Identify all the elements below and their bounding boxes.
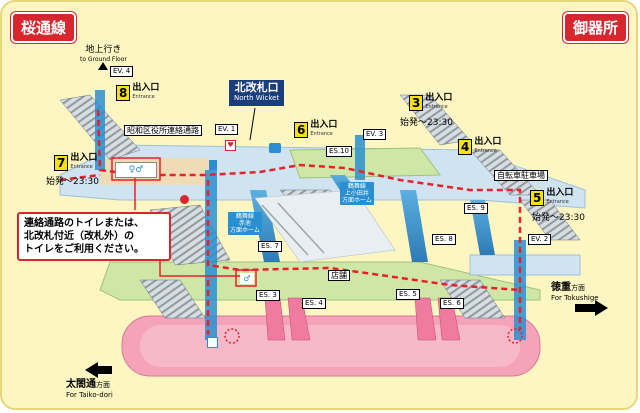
escalator-es10-label: ES.10 — [326, 146, 352, 157]
exit-3-hours: 始発～23:30 — [400, 118, 453, 128]
elevator-ev4[interactable]: EV. 4 — [110, 66, 134, 77]
exit-5-hours: 始発～23:30 — [532, 213, 585, 223]
direction-taiko-dori: 太閤通方面 For Taiko-dori — [66, 379, 113, 400]
ground-floor-label: 地上行き to Ground Floor — [80, 45, 127, 64]
escalator-es8 — [400, 190, 428, 262]
exit-7-hours: 始発～23:30 — [46, 177, 99, 187]
middle-platform — [254, 189, 396, 263]
barrier-free-route-lower — [206, 180, 521, 292]
elevator-ev3[interactable]: EV. 3 — [363, 129, 387, 140]
escalator-es5-pink — [414, 297, 437, 341]
arrow-left — [85, 362, 112, 378]
escalator-es5-label: ES. 5 — [396, 289, 420, 300]
toilet-highlight-box-lower — [235, 269, 257, 287]
escalator-es4-label: ES. 4 — [302, 298, 326, 309]
elevator-ev2[interactable]: EV. 2 — [528, 234, 552, 245]
heart-icon: ♥ — [225, 140, 236, 151]
station-name-badge: 御器所 — [563, 12, 629, 43]
escalator-es4-pink — [287, 297, 311, 341]
platform-akaike: 鶴舞線赤池方面ホーム — [228, 212, 262, 235]
restroom-icon: ♀♂ — [115, 162, 157, 178]
ticket-machine-icon — [209, 160, 217, 170]
platform-marker-right — [507, 328, 523, 344]
arrow-right — [575, 300, 608, 316]
escalator-es6-label: ES. 6 — [440, 298, 464, 309]
restroom-icon-lower: ♂ — [240, 273, 254, 284]
elevator-shaft-ev3 — [355, 135, 365, 180]
escalator-es9-label: ES. 9 — [464, 203, 488, 214]
escalator-es8-label: ES. 8 — [432, 234, 456, 245]
up-arrow-icon — [98, 62, 108, 70]
direction-tokushige: 徳重方面 For Tokushige — [551, 282, 599, 303]
platform-kamiotai: 鶴舞線上小田井方面ホーム — [340, 182, 374, 205]
toilet-highlight-box — [111, 157, 161, 181]
elevator-ev1[interactable]: EV. 1 — [215, 124, 239, 135]
platform-marker-left — [224, 328, 240, 344]
shop-label: 店舗 — [328, 270, 350, 281]
escalator-es7-label: ES. 7 — [258, 241, 282, 252]
north-wicket-label: 北改札口 North Wicket — [229, 80, 285, 106]
phone-icon — [207, 337, 218, 348]
passage-label: 昭和区役所連絡通路 — [124, 125, 202, 136]
bike-parking-label: 自転車駐車場 — [494, 170, 548, 181]
bottom-platform-inner — [140, 325, 520, 367]
elevator-shaft-ev4 — [95, 90, 105, 170]
line-name-badge: 桜通線 — [11, 12, 77, 43]
wheelchair-icon — [269, 143, 281, 153]
toilet-notice: 連絡通路のトイレまたは、 北改札付近（改札外）の トイレをご利用ください。 — [17, 212, 171, 261]
aed-icon — [180, 195, 189, 204]
escalator-es3-label: ES. 3 — [256, 290, 280, 301]
